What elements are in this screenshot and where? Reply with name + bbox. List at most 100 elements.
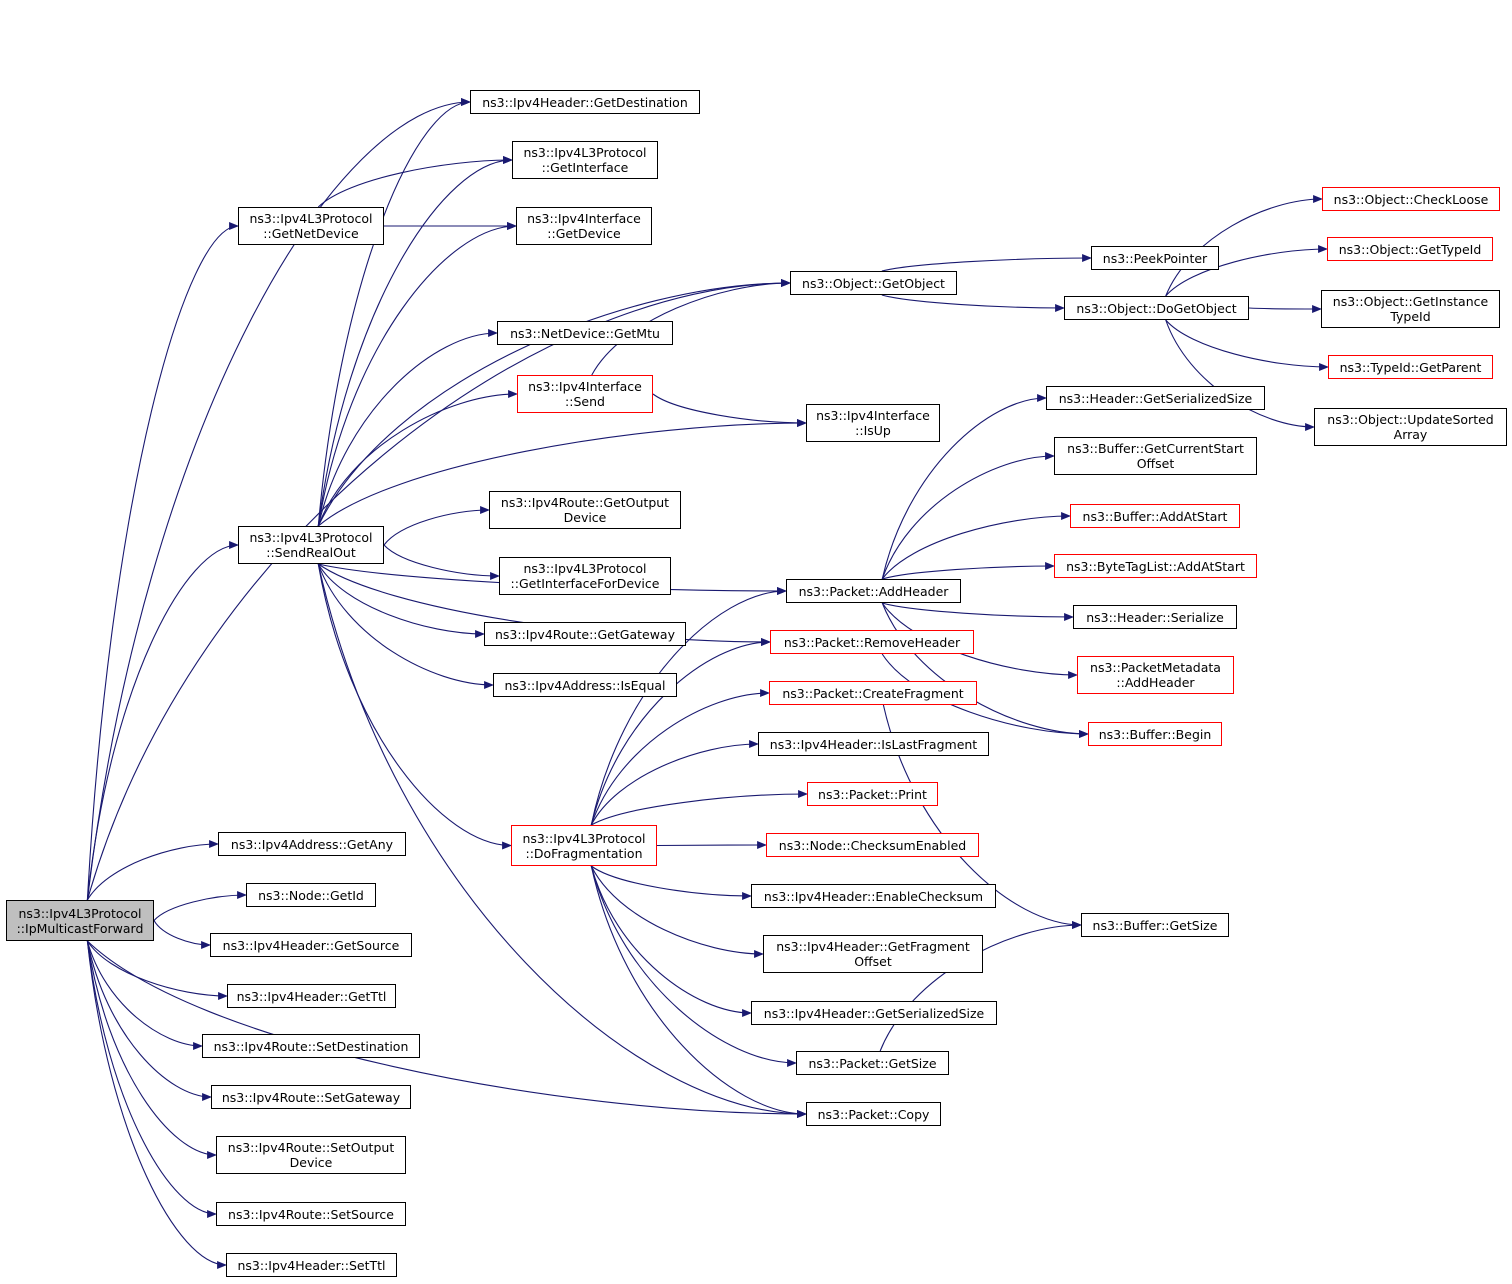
node-checkloose[interactable]: ns3::Object::CheckLoose <box>1322 187 1500 211</box>
node-pktprint[interactable]: ns3::Packet::Print <box>807 782 938 806</box>
node-hdrgetttl[interactable]: ns3::Ipv4Header::GetTtl <box>227 984 396 1008</box>
edge-ipmf-to-hdrgetsource <box>153 920 211 949</box>
node-ipmf[interactable]: ns3::Ipv4L3Protocol::IpMulticastForward <box>6 900 154 941</box>
node-bufgetsize[interactable]: ns3::Buffer::GetSize <box>1081 913 1229 937</box>
node-pktcreatefrag[interactable]: ns3::Packet::CreateFragment <box>769 681 977 705</box>
edge-dofrag-to-hdrenablechecksum <box>590 865 752 900</box>
node-getobject[interactable]: ns3::Object::GetObject <box>790 271 957 295</box>
node-dofrag[interactable]: ns3::Ipv4L3Protocol::DoFragmentation <box>511 825 657 866</box>
node-isup[interactable]: ns3::Ipv4Interface::IsUp <box>806 404 940 442</box>
node-label-line: ns3::Ipv4L3Protocol <box>523 145 647 160</box>
edge-ipmf-to-pktcopy <box>87 940 807 1118</box>
edge-dofrag-to-pktcopy <box>590 865 807 1118</box>
node-label-line: ns3::Packet::GetSize <box>808 1055 937 1071</box>
edge-dogetobject-to-getinsttypeid <box>1248 305 1322 313</box>
node-addrgetany[interactable]: ns3::Ipv4Address::GetAny <box>218 832 406 856</box>
node-routesetgw[interactable]: ns3::Ipv4Route::SetGateway <box>211 1085 411 1109</box>
node-addrisequal[interactable]: ns3::Ipv4Address::IsEqual <box>493 673 677 697</box>
node-label-line: ns3::Object::GetTypeId <box>1338 241 1482 257</box>
edge-pktremoveheader-to-bufbegin <box>881 653 1089 738</box>
node-btladdatstart[interactable]: ns3::ByteTagList::AddAtStart <box>1054 554 1257 578</box>
node-ifgetdev[interactable]: ns3::Ipv4Interface::GetDevice <box>516 207 652 245</box>
edge-pktaddheader-to-btladdatstart <box>882 562 1055 580</box>
node-nodegetid[interactable]: ns3::Node::GetId <box>246 883 376 907</box>
node-label-line: ns3::Packet::RemoveHeader <box>783 634 961 650</box>
edge-dofrag-to-pktprint <box>591 790 808 826</box>
node-label-line: ns3::Packet::AddHeader <box>798 583 949 599</box>
node-dogetobject[interactable]: ns3::Object::DoGetObject <box>1064 296 1249 320</box>
edge-ipmf-to-hdrsetttl <box>86 940 227 1269</box>
node-sendrealout[interactable]: ns3::Ipv4L3Protocol::SendRealOut <box>238 526 384 564</box>
node-label-line: ns3::Node::GetId <box>258 887 364 903</box>
node-getiffordev[interactable]: ns3::Ipv4L3Protocol::GetInterfaceForDevi… <box>499 557 671 595</box>
node-ifsend[interactable]: ns3::Ipv4Interface::Send <box>517 375 653 413</box>
node-pktremoveheader[interactable]: ns3::Packet::RemoveHeader <box>770 630 974 654</box>
edge-ipmf-to-routesetgw <box>86 940 212 1101</box>
node-hdrislastfrag[interactable]: ns3::Ipv4Header::IsLastFragment <box>758 732 989 756</box>
edge-sendrealout-to-routegetoutdev <box>383 506 490 546</box>
node-hdrgetsource[interactable]: ns3::Ipv4Header::GetSource <box>210 933 412 957</box>
edge-dofrag-to-pktaddheader <box>590 587 787 826</box>
node-pktcopy[interactable]: ns3::Packet::Copy <box>806 1102 941 1126</box>
node-getif[interactable]: ns3::Ipv4L3Protocol::GetInterface <box>512 141 658 179</box>
node-bufaddatstart[interactable]: ns3::Buffer::AddAtStart <box>1070 504 1240 528</box>
node-pktaddheader[interactable]: ns3::Packet::AddHeader <box>786 579 961 603</box>
node-routegetgw[interactable]: ns3::Ipv4Route::GetGateway <box>484 622 686 646</box>
node-gettypeid[interactable]: ns3::Object::GetTypeId <box>1327 237 1493 261</box>
node-label-line: ns3::Ipv4L3Protocol <box>249 211 373 226</box>
node-getdest[interactable]: ns3::Ipv4Header::GetDestination <box>470 90 700 114</box>
node-hdrserialize[interactable]: ns3::Header::Serialize <box>1073 605 1237 629</box>
edge-ipmf-to-sendrealout <box>86 541 239 901</box>
edge-dofrag-to-hdrislastfrag <box>590 740 759 826</box>
node-routesetdest[interactable]: ns3::Ipv4Route::SetDestination <box>202 1034 420 1058</box>
node-getmtu[interactable]: ns3::NetDevice::GetMtu <box>497 321 673 345</box>
edge-ipmf-to-routesetdest <box>86 940 203 1050</box>
edge-dogetobject-to-gettypeid <box>1165 245 1328 297</box>
node-hdrgetsersize[interactable]: ns3::Ipv4Header::GetSerializedSize <box>751 1001 997 1025</box>
node-bufbegin[interactable]: ns3::Buffer::Begin <box>1088 722 1222 746</box>
node-label-line: ns3::Ipv4Header::GetFragment <box>776 939 970 954</box>
node-hdrsetttl[interactable]: ns3::Ipv4Header::SetTtl <box>226 1253 397 1277</box>
node-pmaddheader[interactable]: ns3::PacketMetadata::AddHeader <box>1077 656 1234 694</box>
node-nodechecksum[interactable]: ns3::Node::ChecksumEnabled <box>766 833 979 857</box>
node-getnetdev[interactable]: ns3::Ipv4L3Protocol::GetNetDevice <box>238 207 384 245</box>
node-label-line: ns3::Ipv4Header::GetTtl <box>236 988 387 1004</box>
node-label-line: ns3::Ipv4Route::SetOutput <box>227 1140 395 1155</box>
node-routesetsource[interactable]: ns3::Ipv4Route::SetSource <box>216 1202 406 1226</box>
node-pktgetsize[interactable]: ns3::Packet::GetSize <box>796 1051 949 1075</box>
edge-sendrealout-to-getobject <box>317 279 791 527</box>
edge-sendrealout-to-isup <box>317 419 807 527</box>
node-label-line: ns3::Ipv4Route::SetSource <box>228 1206 394 1222</box>
node-label-line: ns3::Buffer::AddAtStart <box>1082 508 1228 524</box>
node-label-line: ::IpMulticastForward <box>16 920 144 936</box>
edge-getobject-to-dogetobject <box>881 294 1065 312</box>
node-getparent[interactable]: ns3::TypeId::GetParent <box>1328 355 1493 379</box>
node-label-line: ns3::Ipv4Header::EnableChecksum <box>763 888 984 904</box>
edge-dofrag-to-pktremoveheader <box>590 638 771 826</box>
node-label-line: ns3::Object::CheckLoose <box>1333 191 1489 207</box>
node-label-line: ::GetDevice <box>547 226 621 241</box>
edge-sendrealout-to-routegetgw <box>317 563 485 638</box>
edge-dofrag-to-hdrgetfragoffset <box>590 865 764 958</box>
node-label-line: ns3::Ipv4Header::IsLastFragment <box>769 736 978 752</box>
edge-dogetobject-to-updatesorted <box>1165 319 1315 431</box>
node-label-line: Device <box>563 510 607 525</box>
edge-sendrealout-to-ifsend <box>317 390 518 527</box>
node-label-line: ns3::Ipv4Route::GetOutput <box>500 495 670 510</box>
node-peekptr[interactable]: ns3::PeekPointer <box>1091 246 1219 270</box>
edge-sendrealout-to-pktcopy <box>317 563 807 1118</box>
edge-ipmf-to-getdest <box>86 98 471 901</box>
edge-sendrealout-to-getif <box>317 156 513 527</box>
node-label-line: ns3::Ipv4Interface <box>528 379 642 394</box>
node-hdrenablechecksum[interactable]: ns3::Ipv4Header::EnableChecksum <box>751 884 996 908</box>
node-hdrsersize[interactable]: ns3::Header::GetSerializedSize <box>1046 386 1265 410</box>
node-label-line: ns3::Ipv4Route::SetGateway <box>221 1089 401 1105</box>
node-label-line: ns3::Object::DoGetObject <box>1076 300 1237 316</box>
node-label-line: ::DoFragmentation <box>525 845 643 861</box>
